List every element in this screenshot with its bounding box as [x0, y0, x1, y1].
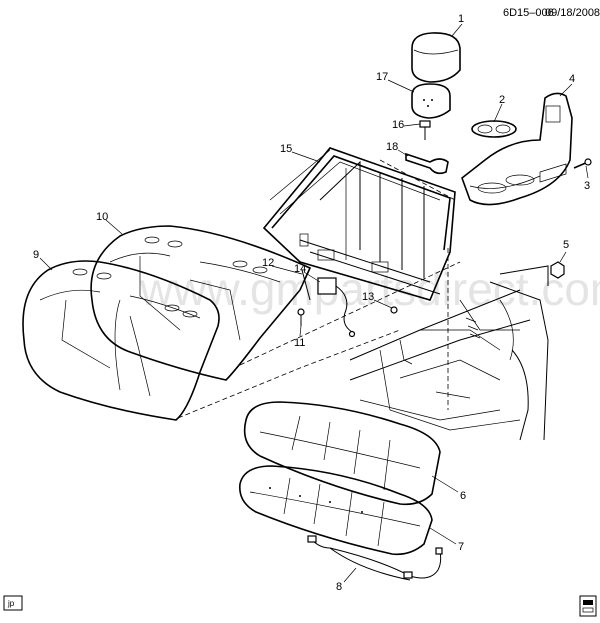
- diagram-date: 09/18/2008: [545, 7, 600, 19]
- part-screw-3: [573, 158, 592, 169]
- callout-12: 12: [262, 257, 274, 269]
- leader-lines: [39, 23, 589, 583]
- part-armrest: [461, 92, 573, 206]
- callout-17: 17: [376, 71, 388, 83]
- callout-6: 6: [460, 490, 466, 502]
- part-strap: [301, 269, 311, 301]
- part-cup-holder: [471, 120, 517, 138]
- callout-9: 9: [33, 249, 39, 261]
- callout-11: 11: [294, 337, 305, 349]
- logo-mark: [579, 595, 597, 617]
- callout-labels: 1 2 3 4 5 6 7 8 9 10 11 12 13 14 15 16 1…: [33, 13, 590, 593]
- diagram-code: 6D15–006: [503, 7, 554, 19]
- part-seat-cover-6: [243, 401, 441, 506]
- part-latch: [405, 152, 449, 175]
- part-seatback-frame: [262, 147, 456, 301]
- callout-5: 5: [563, 239, 569, 251]
- callout-10: 10: [96, 211, 108, 223]
- callout-14: 14: [294, 263, 306, 275]
- callout-8: 8: [336, 581, 342, 593]
- callout-7: 7: [458, 541, 464, 553]
- part-back-cover-10: [90, 225, 312, 381]
- vehicle-body-structure: [349, 265, 549, 441]
- part-nut-13: [390, 306, 398, 314]
- dashed-guide-lines: [177, 159, 461, 419]
- callout-1: 1: [458, 13, 464, 25]
- footer-tag-text: jp: [7, 599, 15, 608]
- footer-tag: jp: [3, 595, 23, 611]
- part-headrest: [411, 32, 461, 83]
- callout-13: 13: [362, 291, 374, 303]
- callout-4: 4: [569, 73, 575, 85]
- part-wiring-harness: [307, 535, 443, 581]
- part-bolt-11: [297, 308, 305, 326]
- callout-18: 18: [386, 141, 398, 153]
- part-back-cover-9: [22, 260, 220, 421]
- callout-15: 15: [280, 143, 292, 155]
- callout-3: 3: [584, 180, 590, 192]
- part-seat-pad-7: [239, 465, 433, 556]
- part-module: [317, 277, 356, 338]
- part-headrest-guide: [411, 83, 451, 119]
- callout-2: 2: [499, 94, 505, 106]
- callout-16: 16: [392, 119, 404, 131]
- part-nut-5: [550, 261, 565, 279]
- part-bolt-16: [419, 120, 431, 140]
